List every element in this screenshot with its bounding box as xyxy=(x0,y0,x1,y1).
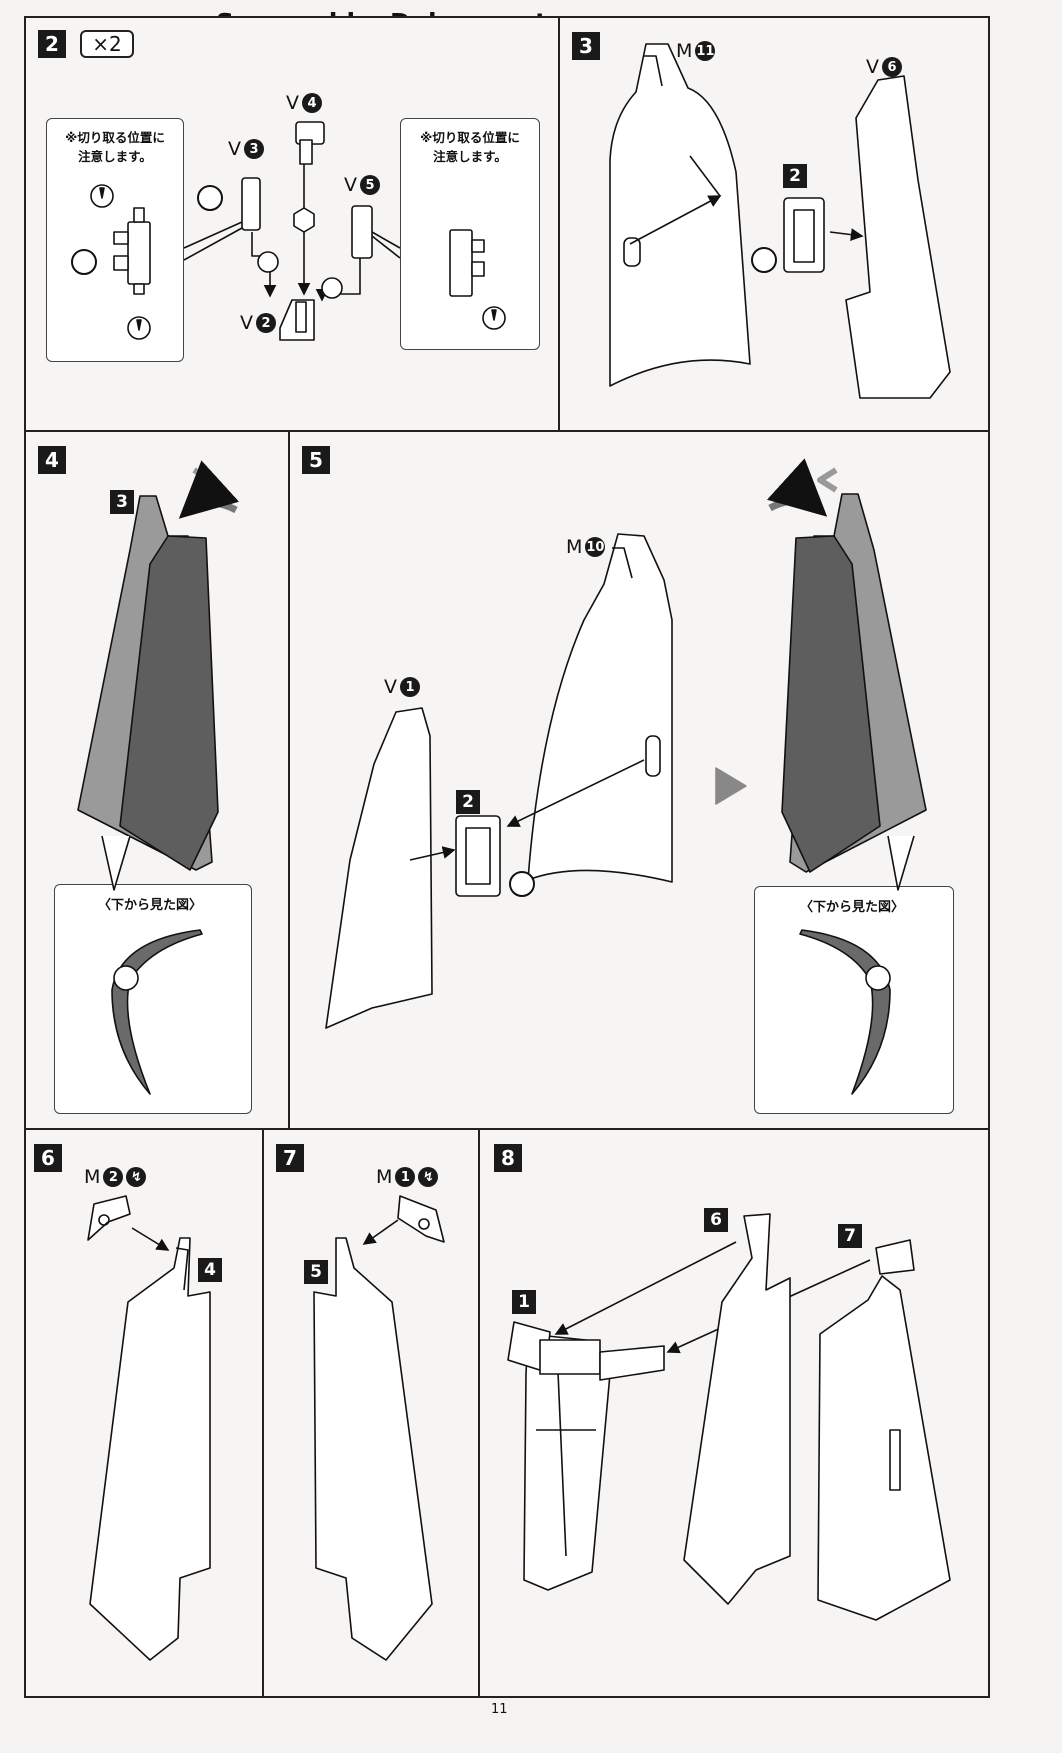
step4-parts xyxy=(77,460,240,1095)
swap-icon: ↯ xyxy=(126,1167,147,1187)
subassembly-ref-3-step4: 3 xyxy=(110,490,134,514)
page-number: 11 xyxy=(491,1702,508,1717)
subassembly-ref-5-step7: 5 xyxy=(304,1260,328,1284)
step8-parts xyxy=(507,1213,951,1621)
step-number-2: 2 xyxy=(38,30,66,58)
step7-parts xyxy=(313,1195,445,1661)
step-number-8: 8 xyxy=(494,1144,522,1172)
subassembly-ref-2-step5: 2 xyxy=(456,790,480,814)
bottom-view-callout-step4 xyxy=(54,884,252,1114)
subassembly-ref-2-step3: 2 xyxy=(783,164,807,188)
quantity-multiplier: ×2 xyxy=(80,30,134,58)
step2-parts xyxy=(71,121,506,341)
bottom-view-callout-step5 xyxy=(754,886,954,1114)
step-number-3: 3 xyxy=(572,32,600,60)
bottom-view-caption-step4: 〈下から見た図〉 xyxy=(98,898,203,913)
subassembly-ref-1-step8: 1 xyxy=(512,1290,536,1314)
step5-parts xyxy=(325,458,927,1095)
subassembly-ref-7-step8: 7 xyxy=(838,1224,862,1248)
step-number-6: 6 xyxy=(34,1144,62,1172)
step6-parts xyxy=(87,1195,211,1661)
caution-note-left: ※切り取る位置に注意します。 xyxy=(65,130,165,164)
swap-icon: ↯ xyxy=(418,1167,439,1187)
bottom-view-caption-step5: 〈下から見た図〉 xyxy=(800,900,905,915)
step3-parts xyxy=(609,43,951,399)
step-number-7: 7 xyxy=(276,1144,304,1172)
caution-note-right: ※切り取る位置に注意します。 xyxy=(420,130,520,164)
subassembly-ref-4-step6: 4 xyxy=(198,1258,222,1282)
step-number-4: 4 xyxy=(38,446,66,474)
subassembly-ref-6-step8: 6 xyxy=(704,1208,728,1232)
step-number-5: 5 xyxy=(302,446,330,474)
